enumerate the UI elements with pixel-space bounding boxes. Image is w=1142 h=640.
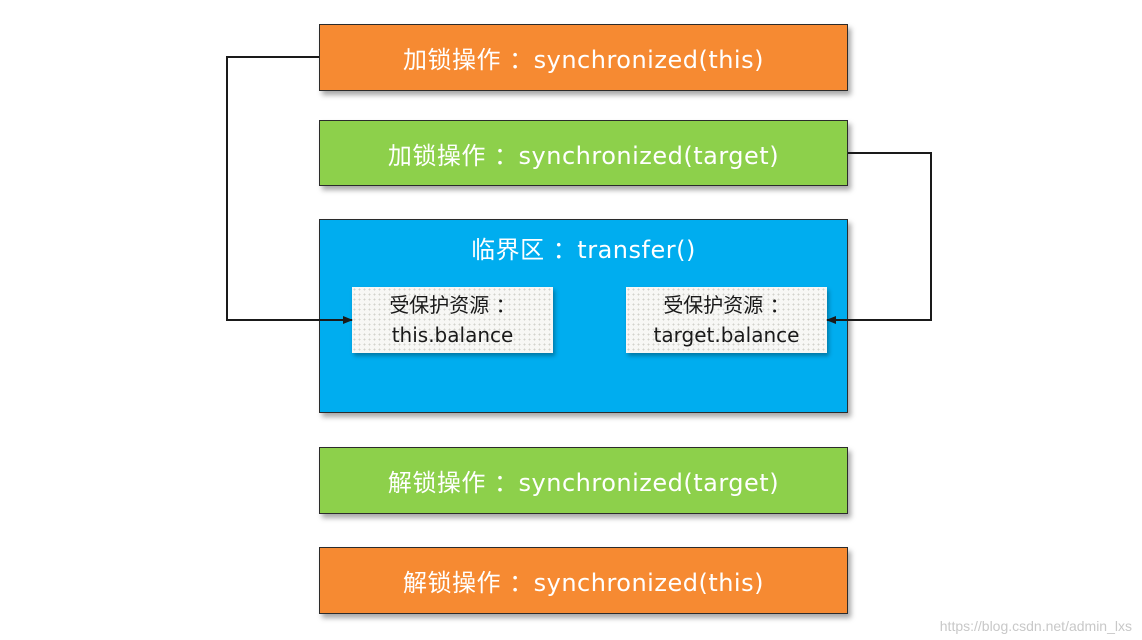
lock-this-label: 加锁操作 ：synchronized(this) — [403, 46, 764, 74]
watermark: https://blog.csdn.net/admin_lxs — [939, 618, 1132, 634]
resource-this-label: 受保护资源 ： — [389, 293, 516, 317]
lock-target-label: 加锁操作 ：synchronized(target) — [387, 141, 780, 170]
unlock-this-label: 解锁操作 ：synchronized(this) — [403, 569, 764, 597]
resource-target-label: 受保护资源 ： — [663, 293, 790, 317]
resource-this-box: 受保护资源 ： this.balance — [352, 287, 553, 353]
resource-target-value: target.balance — [653, 323, 800, 347]
unlock-this-box: 解锁操作 ：synchronized(this) — [319, 547, 848, 614]
resource-target-box: 受保护资源 ： target.balance — [626, 287, 827, 353]
unlock-target-box: 解锁操作 ：synchronized(target) — [319, 447, 848, 514]
unlock-target-label: 解锁操作 ：synchronized(target) — [387, 469, 780, 497]
lock-this-box: 加锁操作 ：synchronized(this) — [319, 24, 848, 91]
resource-this-value: this.balance — [391, 323, 514, 347]
lock-target-box: 加锁操作 ：synchronized(target) — [319, 120, 848, 186]
critical-section-label: 临界区 ：transfer() — [471, 236, 696, 264]
